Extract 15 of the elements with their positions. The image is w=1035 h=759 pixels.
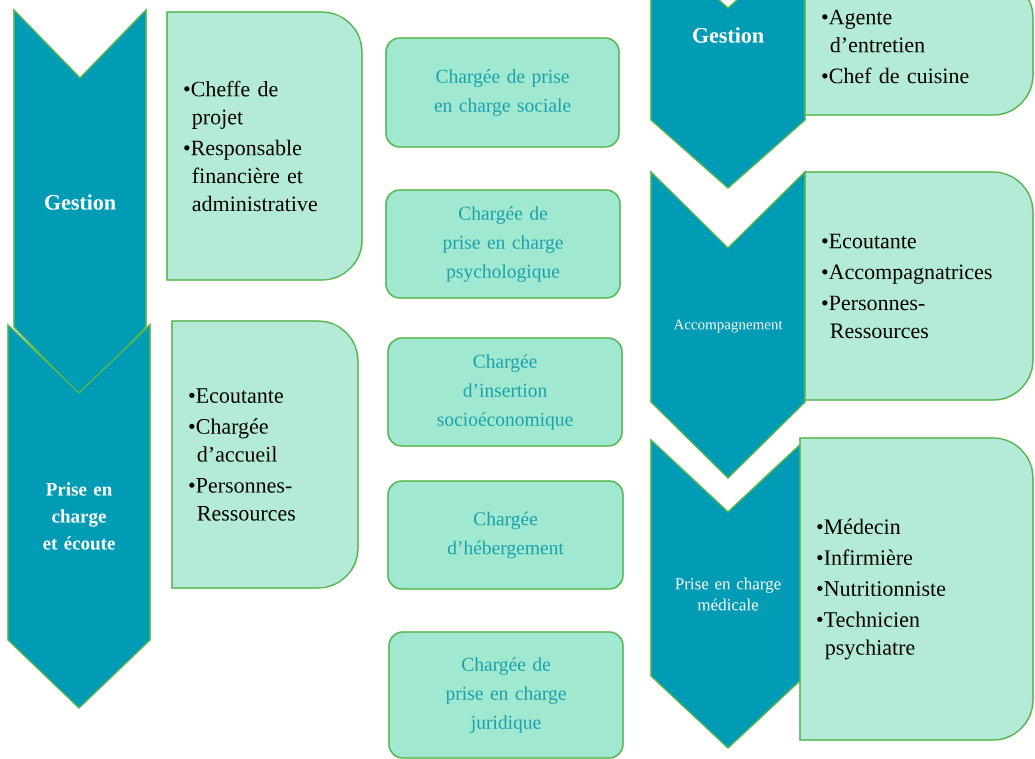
role-list-box: •Cheffe de projet •Responsable financière et administrative — [166, 11, 363, 281]
role-box: Chargée d’insertion socioéconomique — [387, 337, 623, 447]
role-list-box: •Ecoutante •Chargée d’accueil •Personnes-Ressources — [171, 320, 359, 589]
role-list-box: •Médecin •Infirmière •Nutritionniste •Technicien psychiatre — [799, 437, 1034, 741]
role-list-box: •Agente d’entretien •Chef de cuisine — [804, 0, 1034, 116]
chevron-band: Prise en charge et écoute — [7, 323, 151, 710]
role-box: Chargée de prise en charge psychologique — [385, 189, 621, 299]
role-list-box: •Ecoutante •Accompagnatrices •Personnes-Ressources — [804, 171, 1034, 401]
chevron-band: Gestion — [13, 8, 147, 397]
role-box: Chargée de prise en charge juridique — [388, 631, 624, 759]
chevron-band: Gestion — [650, 0, 806, 190]
role-box: Chargée d’hébergement — [387, 480, 624, 590]
chevron-band: Prise en charge médicale — [650, 438, 806, 750]
chevron-band: Accompagnement — [650, 170, 806, 480]
role-box: Chargée de prise en charge sociale — [385, 37, 620, 148]
